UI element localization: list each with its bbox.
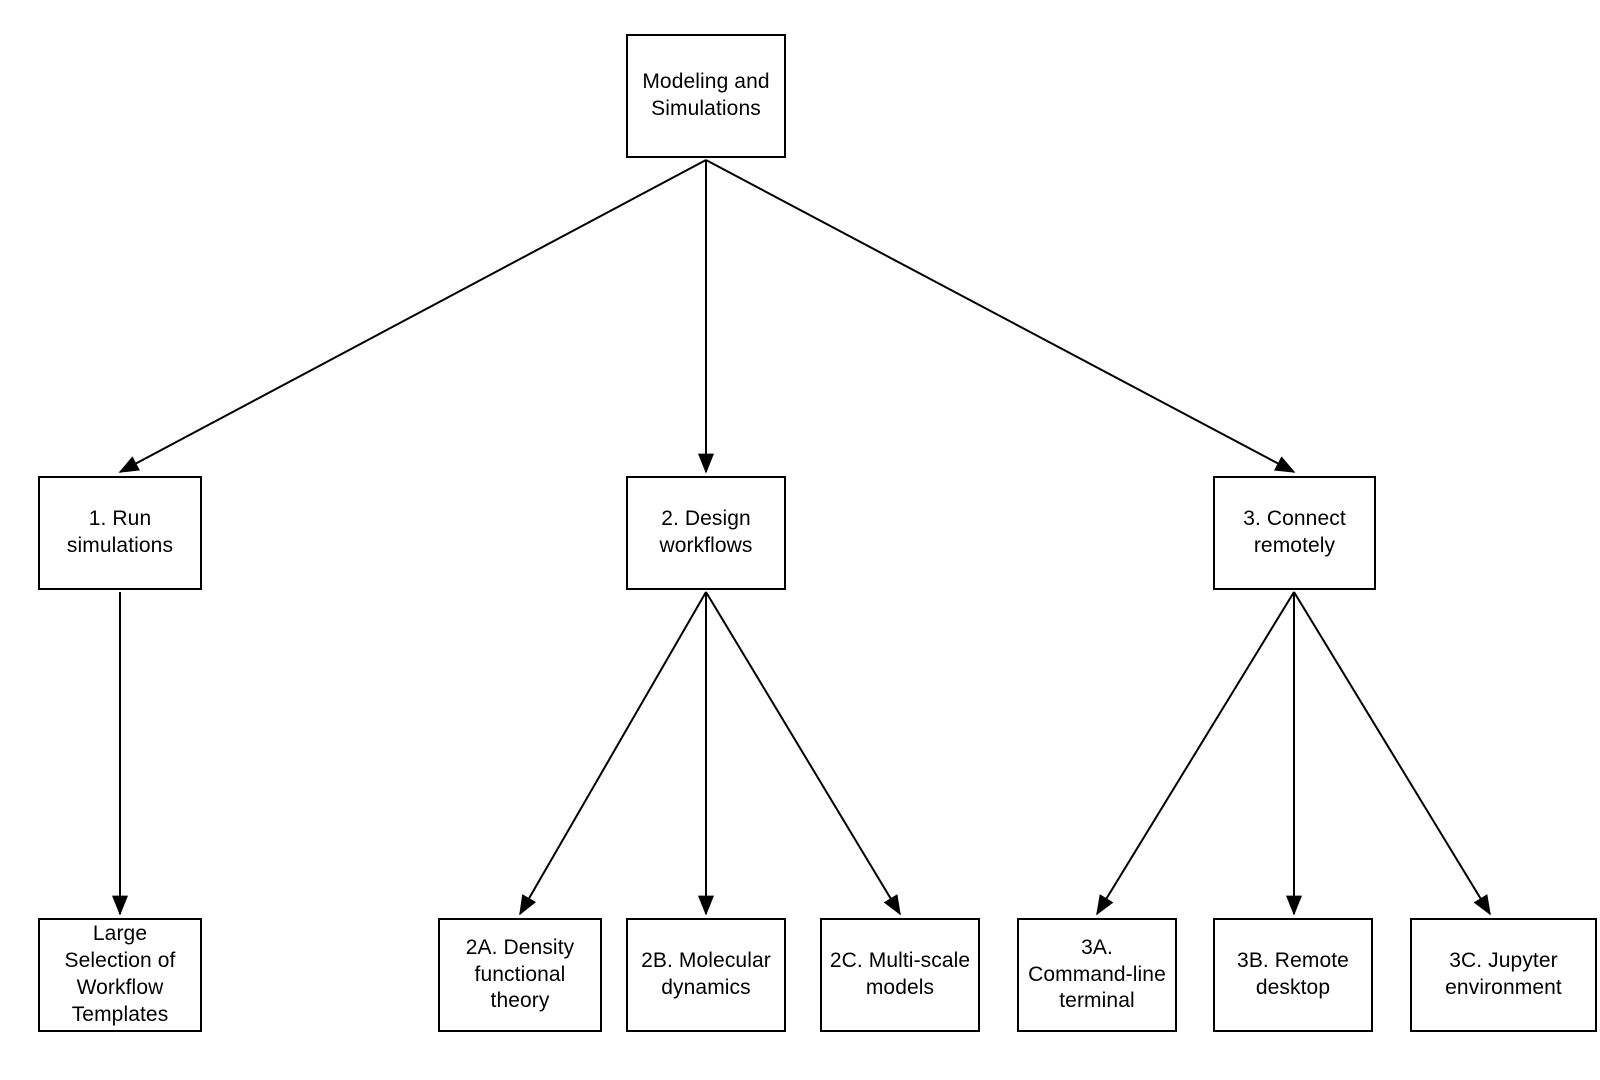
node-label-n3c: 3C. Jupyter environment: [1445, 949, 1562, 999]
node-label-n2b: 2B. Molecular dynamics: [641, 949, 771, 999]
node-label-n2a: 2A. Density functional theory: [465, 935, 575, 1013]
edge-root-to-n3: [705, 159, 1296, 473]
node-label-n1a: Large Selection of Workflow Templates: [64, 922, 176, 1026]
node-label-n1: 1. Run simulations: [66, 507, 174, 557]
edge-n3-to-n3a: [1096, 591, 1295, 916]
node-label-n2: 2. Design workflows: [659, 507, 753, 557]
node-n3b[interactable]: 3B. Remote desktop: [1213, 918, 1373, 1032]
node-label-n3a: 3A. Command-line terminal: [1028, 935, 1166, 1013]
node-n2[interactable]: 2. Design workflows: [626, 476, 786, 590]
node-n2c[interactable]: 2C. Multi-scale models: [820, 918, 980, 1032]
edge-root-to-n1: [118, 159, 707, 473]
node-n3[interactable]: 3. Connect remotely: [1213, 476, 1376, 590]
node-label-n3: 3. Connect remotely: [1243, 507, 1346, 557]
node-n1[interactable]: 1. Run simulations: [38, 476, 202, 590]
node-root[interactable]: Modeling and Simulations: [626, 34, 786, 158]
edge-n2-to-n2c: [705, 591, 901, 916]
node-label-root: Modeling and Simulations: [642, 70, 770, 120]
node-n2a[interactable]: 2A. Density functional theory: [438, 918, 602, 1032]
node-label-n2c: 2C. Multi-scale models: [829, 949, 971, 999]
edge-n2-to-n2a: [519, 591, 707, 916]
node-n3a[interactable]: 3A. Command-line terminal: [1017, 918, 1177, 1032]
edge-n3-to-n3c: [1293, 591, 1491, 916]
node-label-n3b: 3B. Remote desktop: [1237, 949, 1349, 999]
node-n1a[interactable]: Large Selection of Workflow Templates: [38, 918, 202, 1032]
node-n2b[interactable]: 2B. Molecular dynamics: [626, 918, 786, 1032]
node-n3c[interactable]: 3C. Jupyter environment: [1410, 918, 1597, 1032]
